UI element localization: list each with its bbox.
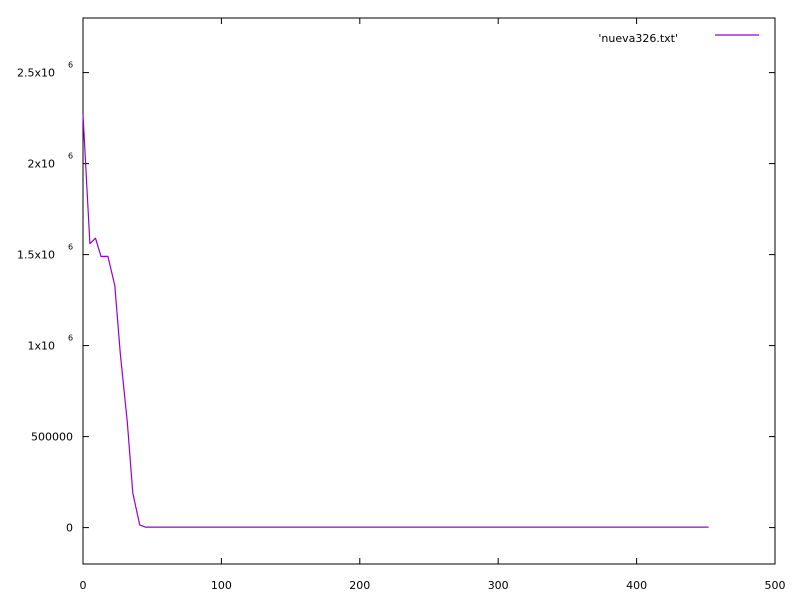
x-tick-label: 400 [626,579,647,592]
x-tick-label: 500 [765,579,786,592]
x-tick-label: 200 [349,579,370,592]
x-tick-label: 100 [211,579,232,592]
legend: 'nueva326.txt' [598,32,759,45]
y-tick-label: 1x10 [27,340,55,353]
x-tick-label: 300 [488,579,509,592]
y-tick-label: 500000 [31,431,73,444]
y-tick-label: 2.5x10 [17,67,55,80]
y-tick-label: 0 [66,522,73,535]
y-tick-exponent: 6 [68,334,73,343]
series-line [82,114,709,528]
y-axis-tick-labels: 0 500000 1x10 6 1.5x10 6 2x10 6 2.5x10 6 [17,61,73,535]
series-group [82,114,709,528]
x-axis-tick-labels: 0 100 200 300 400 500 [80,579,786,592]
x-tick-label: 0 [80,579,87,592]
y-tick-exponent: 6 [68,152,73,161]
y-tick-exponent: 6 [68,243,73,252]
legend-series-label: 'nueva326.txt' [598,32,678,45]
plot-border [82,17,776,565]
y-tick-label: 2x10 [27,158,55,171]
y-tick-exponent: 6 [68,61,73,70]
axis-ticks [82,18,776,564]
y-tick-label: 1.5x10 [17,249,55,262]
